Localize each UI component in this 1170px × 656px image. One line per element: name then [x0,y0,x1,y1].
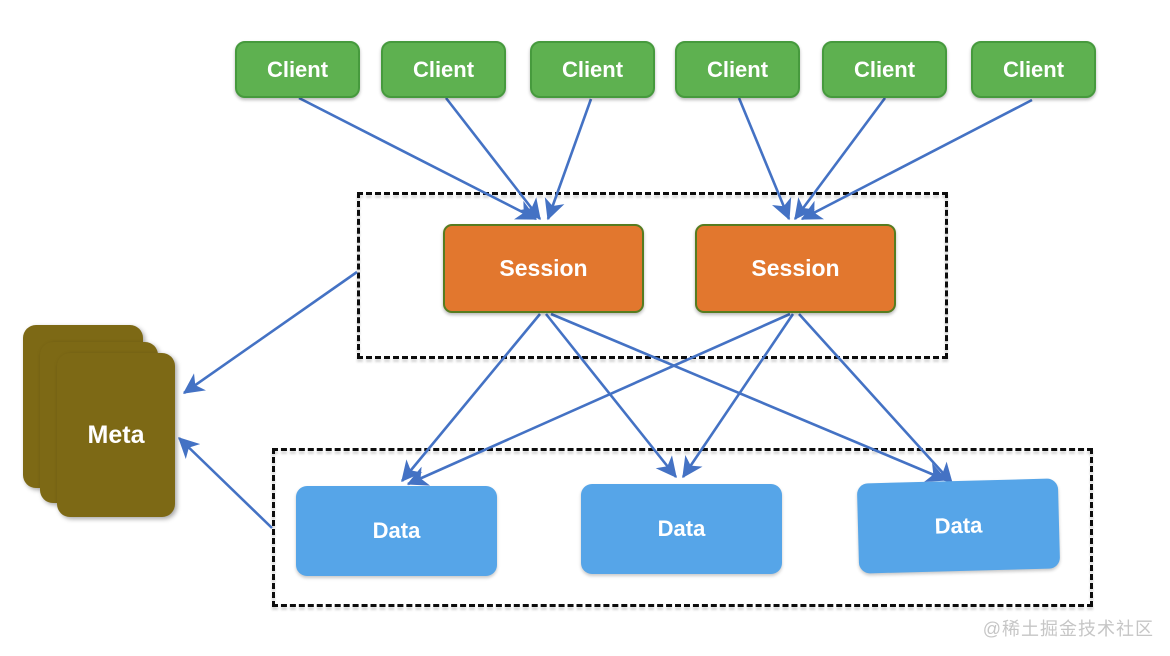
client-label: Client [561,56,624,82]
data-label: Data [934,512,983,539]
client-label: Client [706,56,769,82]
client-label: Client [853,56,916,82]
data-label: Data [657,516,706,541]
meta-label: Meta [87,420,145,449]
watermark: @稀土掘金技术社区 [982,619,1154,639]
client-label: Client [266,56,329,82]
client-label: Client [1002,56,1065,82]
client-node-4: Client [675,41,800,98]
data-node-3: Data [856,478,1061,574]
client-node-5: Client [822,41,947,98]
data-label: Data [372,518,421,543]
client-node-3: Client [530,41,655,98]
session-node-1: Session [443,224,644,313]
client-label: Client [412,56,475,82]
edge-session-group-to-meta [182,270,358,395]
client-node-1: Client [235,41,360,98]
data-node-1: Data [296,486,497,576]
edge-data-group-to-meta [178,437,273,529]
client-node-6: Client [971,41,1096,98]
session-label: Session [751,255,840,281]
session-node-2: Session [695,224,896,313]
client-node-2: Client [381,41,506,98]
meta-node: Meta [57,353,175,517]
data-node-2: Data [581,484,782,574]
session-label: Session [499,255,588,281]
